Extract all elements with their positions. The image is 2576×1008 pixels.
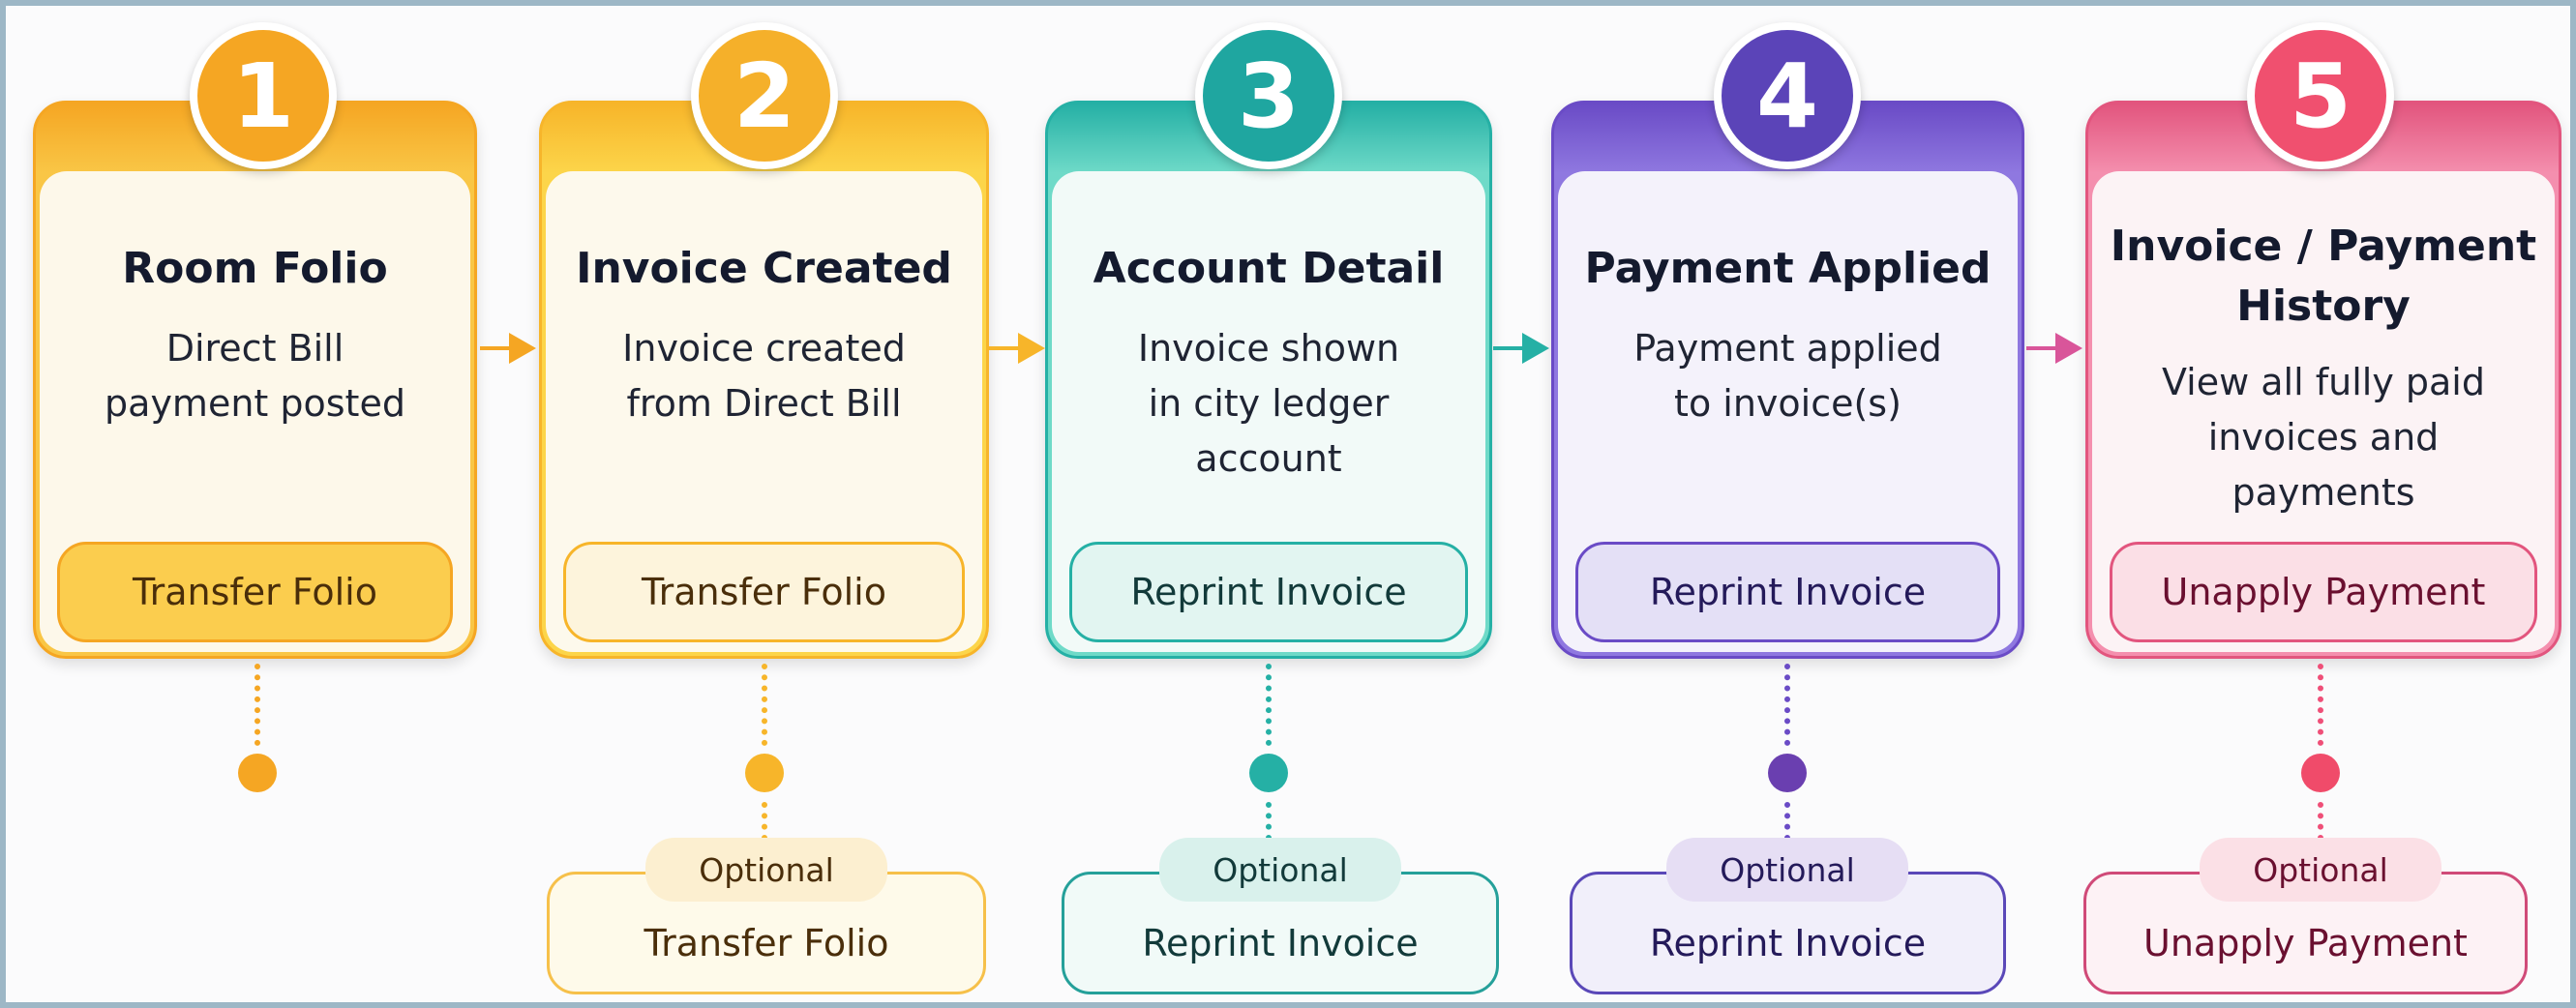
step-title: Invoice Created	[576, 244, 952, 293]
step-number-3: 3	[1195, 22, 1342, 169]
step-number-5: 5	[2247, 22, 2394, 169]
connector-line	[762, 802, 767, 841]
reprint-invoice-button[interactable]: Reprint Invoice	[1069, 542, 1468, 642]
connector-line	[762, 664, 767, 746]
step-card-5: Invoice / Payment History View all fully…	[2085, 101, 2561, 659]
connector-line	[2318, 664, 2323, 746]
step-description: Payment applied to invoice(s)	[1633, 327, 1942, 425]
arrow-right-icon	[2026, 333, 2082, 364]
timeline-dot-1	[238, 754, 277, 792]
step-card-2: Invoice Created Invoice created from Dir…	[539, 101, 989, 659]
step-description: Direct Bill payment posted	[105, 327, 405, 425]
step-card-4: Payment Applied Payment applied to invoi…	[1551, 101, 2024, 659]
step-description: Invoice shown in city ledger account	[1137, 327, 1400, 480]
step-description: View all fully paid invoices and payment…	[2162, 361, 2485, 514]
timeline-dot-5	[2301, 754, 2340, 792]
connector-line	[255, 664, 260, 746]
step-description: Invoice created from Direct Bill	[622, 327, 906, 425]
reprint-invoice-button[interactable]: Reprint Invoice	[1575, 542, 2000, 642]
step-title: Room Folio	[122, 244, 388, 293]
optional-badge: Optional	[2200, 838, 2441, 902]
arrow-right-icon	[1493, 333, 1549, 364]
optional-badge: Optional	[1666, 838, 1908, 902]
step-title: Payment Applied	[1584, 244, 1992, 293]
connector-line	[1266, 802, 1272, 841]
optional-badge: Optional	[1159, 838, 1401, 902]
timeline-dot-3	[1249, 754, 1288, 792]
transfer-folio-button[interactable]: Transfer Folio	[57, 542, 453, 642]
transfer-folio-button[interactable]: Transfer Folio	[563, 542, 965, 642]
arrow-right-icon	[480, 333, 536, 364]
connector-line	[1784, 664, 1790, 746]
arrow-right-icon	[989, 333, 1045, 364]
step-number-1: 1	[190, 22, 337, 169]
step-card-3: Account Detail Invoice shown in city led…	[1045, 101, 1492, 659]
step-title: Invoice / Payment History	[2110, 222, 2537, 331]
timeline-connector	[263, 764, 2321, 770]
connector-line	[2318, 802, 2323, 841]
timeline-dot-2	[745, 754, 784, 792]
connector-line	[1784, 802, 1790, 841]
step-card-1: Room Folio Direct Bill payment posted Tr…	[33, 101, 477, 659]
connector-line	[1266, 664, 1272, 746]
timeline-dot-4	[1768, 754, 1807, 792]
step-number-4: 4	[1714, 22, 1861, 169]
unapply-payment-button[interactable]: Unapply Payment	[2110, 542, 2537, 642]
optional-badge: Optional	[645, 838, 887, 902]
step-title: Account Detail	[1093, 244, 1445, 293]
step-number-2: 2	[691, 22, 838, 169]
workflow-diagram: Room Folio Direct Bill payment posted Tr…	[6, 6, 2570, 1002]
